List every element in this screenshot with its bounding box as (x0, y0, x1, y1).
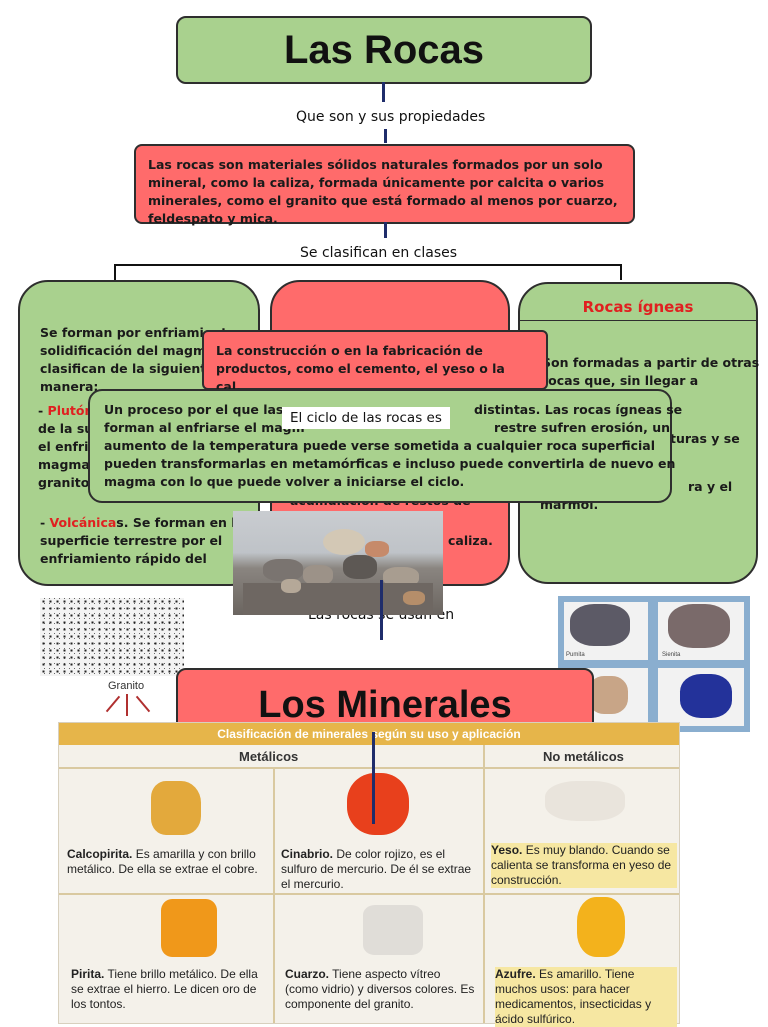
table-divider (483, 745, 485, 1023)
pumita-label: Pumita (566, 652, 585, 658)
classify-label: Se clasifican en clases (300, 245, 458, 261)
cinabrio-name: Cinabrio. (281, 847, 334, 861)
connector-arrow (380, 580, 383, 640)
bracket-right-drop (620, 264, 622, 280)
uses-box: La construcción o en la fabricación de p… (202, 330, 548, 394)
azufre-text: Es amarillo. Tiene muchos usos: para hac… (495, 967, 652, 1026)
col-metalicos: Metálicos (239, 749, 299, 764)
table-divider (273, 767, 275, 1023)
calcopirita-text: Es amarilla y con brillo metálico. De el… (67, 847, 258, 876)
right-line: turas y se (670, 431, 740, 446)
bracket-horizontal (114, 264, 622, 266)
azufre-sample (577, 897, 625, 957)
pirita-sample (161, 899, 217, 957)
rocas-igneas-heading: Rocas ígneas (582, 298, 694, 316)
left-line: el enfria (38, 439, 97, 454)
cycle-line: aumento de la temperatura puede verse so… (104, 438, 656, 453)
granite-arrow-left (105, 695, 121, 713)
left-line: Se forman por enfriamient (40, 325, 228, 340)
pirita-text: Tiene brillo metálico. De ella se extrae… (71, 967, 258, 1011)
cycle-line: restre sufren erosión, un (494, 420, 671, 435)
left-line: clasifican de la siguiente (40, 361, 215, 376)
connector-arrow (372, 732, 375, 824)
minerals-title: Los Minerales (258, 684, 512, 726)
cuarzo-text: Tiene aspecto vítreo (como vidrio) y div… (285, 967, 475, 1011)
left-line: granito. (38, 475, 95, 490)
page-title: Las Rocas (176, 16, 592, 84)
col-no-metalicos: No metálicos (543, 749, 624, 764)
left-line: de la su (38, 421, 94, 436)
granito-label: Granito (108, 680, 145, 692)
right-line: Son formadas a partir de otras (542, 355, 760, 370)
azufre-name: Azufre. (495, 967, 536, 981)
granite-arrow-right (135, 695, 151, 713)
connector-arrow (384, 222, 387, 238)
pirita-name: Pirita. (71, 967, 105, 981)
table-header: Clasificación de minerales según su uso … (59, 723, 679, 745)
connector-arrow (384, 129, 387, 143)
bracket-left-drop (114, 264, 116, 280)
calcopirita-name: Calcopirita. (67, 847, 133, 861)
right-line: ra y el (688, 479, 733, 494)
cinabrio-text: De color rojizo, es el sulfuro de mercur… (281, 847, 472, 891)
definition-box: Las rocas son materiales sólidos natural… (134, 144, 635, 226)
cycle-line: magma con lo que puede volver a iniciars… (104, 474, 465, 489)
cycle-line: Un proceso por el que las ro (104, 402, 303, 417)
yeso-text: Es muy blando. Cuando se calienta se tra… (491, 843, 672, 887)
heading-divider (520, 320, 756, 321)
connector-arrow (382, 82, 385, 102)
cuarzo-name: Cuarzo. (285, 967, 330, 981)
left-line: s. Se forman en la (116, 515, 245, 530)
right-line: rocas que, sin llegar a (542, 373, 699, 388)
sienita-label: Sienita (662, 652, 681, 658)
granite-image (40, 598, 184, 676)
yeso-sample (545, 781, 625, 821)
volcanicas-label: Volcánica (49, 515, 117, 530)
cycle-line: forman al enfriarse el magm (104, 420, 305, 435)
cycle-line: distintas. Las rocas ígneas se (474, 402, 683, 417)
left-line: superficie terrestre por el (40, 533, 223, 548)
calcopirita-sample (151, 781, 201, 835)
left-line: enfriamiento rápido del (40, 551, 207, 566)
left-line: magma (38, 457, 90, 472)
cinabrio-sample (347, 773, 409, 835)
cycle-label: El ciclo de las rocas es (282, 407, 450, 429)
granite-arrow-mid (126, 694, 128, 716)
mineral-classification-table: Clasificación de minerales según su uso … (58, 722, 680, 1027)
subtitle-label: Que son y sus propiedades (296, 109, 486, 125)
table-divider (59, 767, 679, 769)
plutonicas-label: Plutón (47, 403, 94, 418)
uses-text: La construcción o en la fabricación de p… (216, 343, 505, 394)
table-divider (59, 893, 679, 895)
cycle-line: pueden transformarlas en metamórficas e … (104, 456, 676, 471)
definition-text: Las rocas son materiales sólidos natural… (148, 157, 618, 226)
left-line: manera: (40, 379, 99, 394)
yeso-name: Yeso. (491, 843, 523, 857)
middle-line: caliza. (448, 533, 493, 548)
left-line: solidificación del magma. (40, 343, 220, 358)
rocks-photo (233, 511, 443, 615)
cuarzo-sample (363, 905, 423, 955)
